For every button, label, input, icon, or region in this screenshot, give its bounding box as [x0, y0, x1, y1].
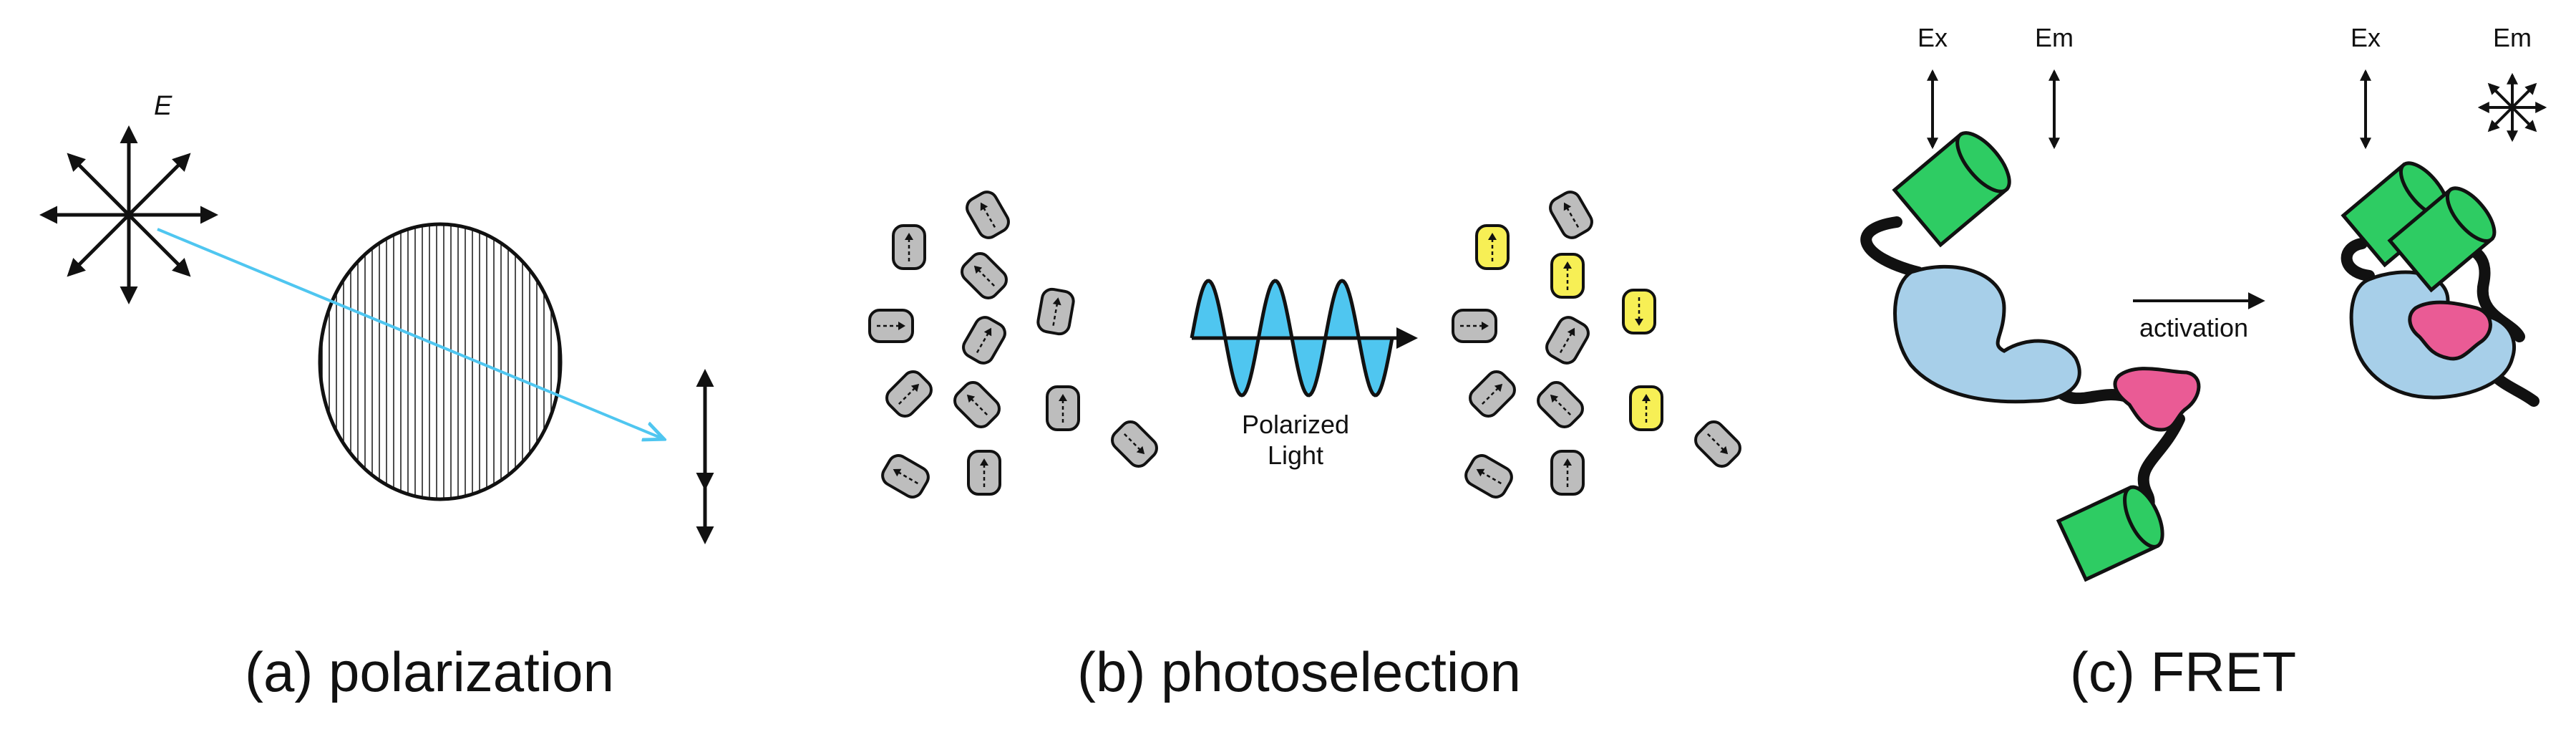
molecule — [1475, 224, 1510, 270]
molecule — [868, 309, 914, 343]
polarizer-lens — [318, 222, 563, 501]
molecule — [962, 316, 1006, 365]
caption-c: (c) FRET — [2070, 640, 2296, 703]
molecule — [1622, 289, 1656, 334]
em-label-after: Em — [2493, 23, 2532, 52]
field-label: E — [154, 91, 172, 121]
caption-b: (b) photoselection — [1077, 640, 1521, 703]
depolarized-emission-icon — [2477, 72, 2547, 143]
molecule — [1464, 454, 1513, 499]
molecule — [1452, 309, 1497, 343]
molecule — [967, 450, 1001, 496]
donor-fluorophore — [1892, 131, 2011, 248]
molecule — [1469, 370, 1516, 418]
molecule — [1545, 316, 1590, 365]
panel-b: Polarized Light (b) photoselection — [868, 191, 1741, 703]
acceptor-fluorophore — [2056, 485, 2164, 582]
molecule — [1550, 450, 1585, 496]
molecule — [1111, 420, 1158, 468]
molecule — [885, 370, 933, 418]
polarized-light-wave — [1190, 279, 1418, 398]
molecule — [961, 252, 1008, 299]
molecule — [892, 224, 926, 270]
activation-label: activation — [2139, 313, 2248, 342]
fluorophore-pair-after — [2341, 161, 2497, 293]
molecule — [1629, 385, 1663, 431]
unpolarized-field-icon — [39, 125, 218, 304]
molecule — [1537, 381, 1584, 428]
protein-domain — [1893, 264, 2081, 404]
ex-label-after: Ex — [2351, 23, 2381, 52]
molecule — [1694, 420, 1741, 468]
caption-a: (a) polarization — [245, 640, 614, 703]
ex-label: Ex — [1918, 23, 1948, 52]
molecule-group-before — [868, 191, 1158, 499]
molecule — [966, 191, 1010, 239]
molecule — [1046, 385, 1080, 431]
molecule — [1550, 253, 1585, 299]
panel-a: E (a) polarization — [39, 91, 714, 703]
sensor-domain-after — [2408, 300, 2492, 361]
molecule-group-after — [1452, 191, 1741, 499]
molecule — [881, 454, 930, 499]
panel-c: Ex Em activation Ex Em — [1860, 23, 2547, 703]
light-ray — [157, 228, 662, 438]
sensor-domain-before — [2113, 367, 2201, 432]
molecule — [1549, 191, 1593, 239]
light-label-line2: Light — [1268, 440, 1323, 470]
molecule — [953, 381, 1001, 428]
em-label: Em — [2035, 23, 2074, 52]
light-label-line1: Polarized — [1242, 410, 1349, 439]
molecule — [1036, 287, 1075, 336]
